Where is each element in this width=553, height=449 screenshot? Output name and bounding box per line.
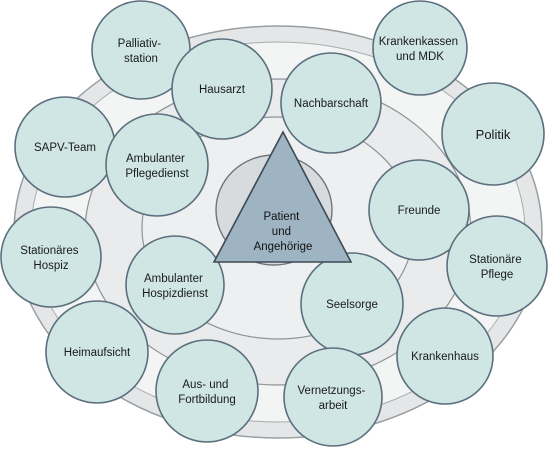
node-nachbarschaft[interactable]: Nachbarschaft <box>280 52 382 154</box>
node-krankenhaus[interactable]: Krankenhaus <box>396 307 494 405</box>
node-label-ambulanter-hospizdienst: Ambulanter Hospizdienst <box>142 273 209 300</box>
node-hausarzt[interactable]: Hausarzt <box>171 38 273 140</box>
node-label-krankenkassen-mdk: Krankenkassen und MDK <box>379 36 461 63</box>
node-stationaere-pflege[interactable]: Stationäre Pflege <box>446 215 548 317</box>
node-label-heimaufsicht: Heimaufsicht <box>64 347 131 359</box>
node-ambulanter-pflegedienst[interactable]: Ambulanter Pflegedienst <box>105 113 209 217</box>
node-stationaeres-hospiz[interactable]: Stationäres Hospiz <box>0 206 102 308</box>
node-politik[interactable]: Politik <box>441 82 545 186</box>
node-ambulanter-hospizdienst[interactable]: Ambulanter Hospizdienst <box>125 235 225 335</box>
node-label-krankenhaus: Krankenhaus <box>411 351 479 363</box>
node-label-ambulanter-pflegedienst: Ambulanter Pflegedienst <box>125 153 189 180</box>
node-freunde[interactable]: Freunde <box>368 159 470 261</box>
node-palliativstation[interactable]: Palliativ- station <box>91 0 191 100</box>
node-label-nachbarschaft: Nachbarschaft <box>294 98 369 110</box>
node-label-stationaere-pflege: Stationäre Pflege <box>469 254 525 281</box>
center-label: Patient und Angehörige <box>254 211 313 253</box>
node-label-vernetzungsarbeit: Vernetzungs- arbeit <box>298 385 369 412</box>
node-label-seelsorge: Seelsorge <box>326 299 378 311</box>
center-triangle: Patient und Angehörige <box>212 130 353 263</box>
node-vernetzungsarbeit[interactable]: Vernetzungs- arbeit <box>283 347 383 447</box>
node-label-stationaeres-hospiz: Stationäres Hospiz <box>20 245 81 272</box>
node-aus-und-fortbildung[interactable]: Aus- und Fortbildung <box>155 339 259 443</box>
node-label-hausarzt: Hausarzt <box>199 84 246 96</box>
node-label-sapv-team: SAPV-Team <box>34 142 96 154</box>
node-label-aus-und-fortbildung: Aus- und Fortbildung <box>178 379 236 406</box>
node-krankenkassen-mdk[interactable]: Krankenkassen und MDK <box>372 0 468 96</box>
node-seelsorge[interactable]: Seelsorge <box>300 252 404 356</box>
node-heimaufsicht[interactable]: Heimaufsicht <box>45 300 149 404</box>
node-label-freunde: Freunde <box>398 205 441 217</box>
node-label-palliativstation: Palliativ- station <box>118 38 165 65</box>
node-label-politik: Politik <box>476 127 511 142</box>
node-sapv-team[interactable]: SAPV-Team <box>14 96 116 198</box>
